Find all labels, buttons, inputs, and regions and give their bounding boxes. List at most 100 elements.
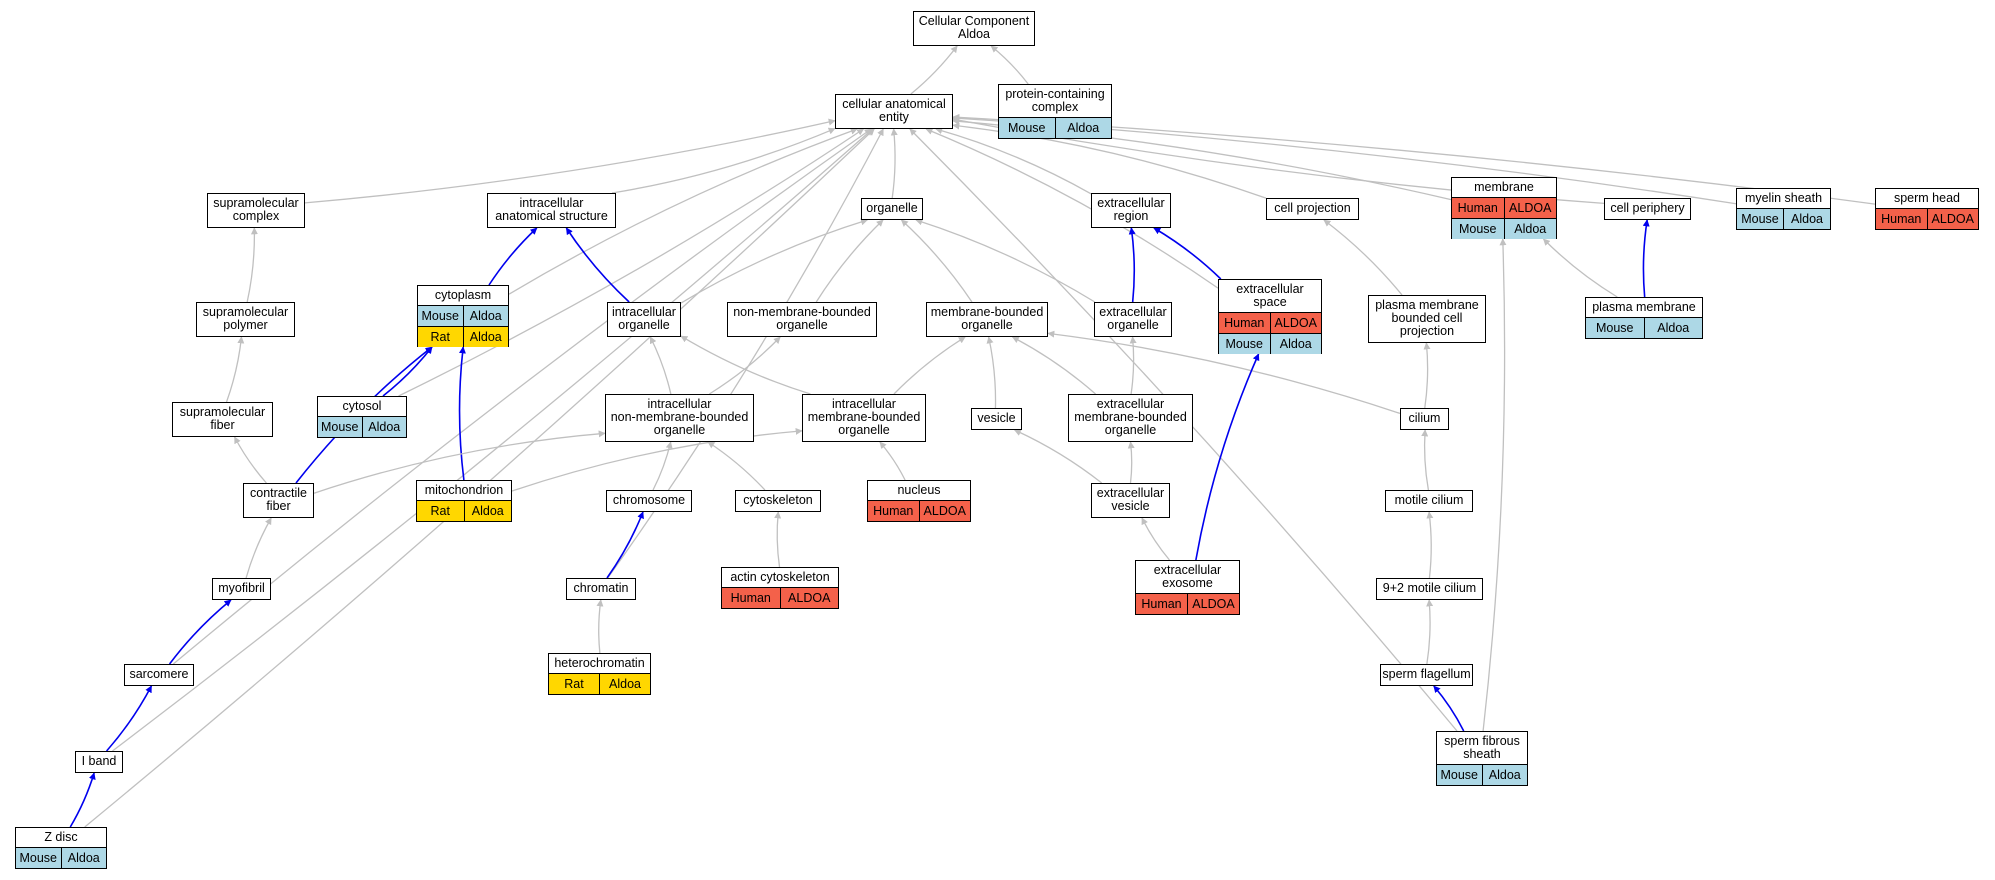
node-label: cytoskeleton: [736, 491, 820, 510]
node-sflag[interactable]: sperm flagellum: [1380, 664, 1473, 686]
node-label-line: region: [1113, 209, 1149, 223]
gene-cell: ALDOA: [1503, 198, 1557, 218]
edge-c92-to-mcil: [1426, 511, 1434, 579]
node-label: myelin sheath: [1737, 189, 1830, 208]
node-org[interactable]: organelle: [861, 198, 923, 220]
edge-myof-to-cf: [245, 517, 272, 579]
gene-cell: Aldoa: [1503, 219, 1557, 239]
node-label-line: cell projection: [1274, 201, 1351, 215]
node-label: chromatin: [567, 579, 635, 598]
node-sarc[interactable]: sarcomere: [124, 664, 194, 686]
gene-cell: Aldoa: [60, 848, 107, 868]
node-c92[interactable]: 9+2 motile cilium: [1376, 578, 1483, 600]
node-mcil[interactable]: motile cilium: [1385, 490, 1473, 512]
node-cil[interactable]: cilium: [1400, 408, 1449, 430]
node-label: heterochromatin: [549, 654, 650, 673]
node-myof[interactable]: myofibril: [212, 578, 271, 600]
gene-cell: ALDOA: [918, 501, 971, 521]
node-cproj[interactable]: cell projection: [1266, 198, 1359, 220]
node-label-line: supramolecular: [202, 305, 289, 319]
node-ves[interactable]: vesicle: [971, 408, 1022, 430]
edge-zdisc-to-iband: [69, 772, 96, 828]
node-label-line: sperm flagellum: [1382, 667, 1471, 681]
node-label-line: polymer: [223, 318, 268, 332]
node-iband[interactable]: I band: [75, 751, 123, 773]
edge-cf-to-inmbo: [313, 430, 606, 494]
edge-chrom-to-inmbo: [652, 441, 673, 491]
edge-cyto-to-cae: [508, 127, 858, 295]
node-label: vesicle: [972, 409, 1021, 428]
edge-exs-to-cae: [925, 128, 1219, 289]
node-label-line: sperm head: [1893, 191, 1960, 205]
edge-io-to-org: [680, 218, 868, 304]
edge-ias-to-cae: [611, 127, 836, 194]
edge-exv-to-exmbo: [1127, 441, 1135, 484]
node-label-line: organelle: [866, 201, 918, 215]
edge-ves-to-mbo: [986, 336, 997, 409]
node-csk[interactable]: cytoskeleton: [735, 490, 821, 512]
node-label: sperm flagellum: [1381, 665, 1472, 684]
edge-exo-to-exr: [1128, 227, 1136, 303]
edge-csk-to-inmbo: [707, 441, 766, 491]
edge-sflag-to-c92: [1426, 599, 1434, 665]
species-cell: Mouse: [1007, 121, 1046, 135]
node-chromatin[interactable]: chromatin: [566, 578, 636, 600]
node-label-line: intracellular: [832, 397, 896, 411]
node-chrom[interactable]: chromosome: [606, 490, 692, 512]
node-cper[interactable]: cell periphery: [1604, 198, 1691, 220]
node-label: membrane: [1452, 178, 1556, 197]
node-label: I band: [76, 752, 122, 771]
gene-cell: Aldoa: [462, 306, 509, 326]
node-label-line: non-membrane-bounded: [733, 305, 871, 319]
node-label-line: myelin sheath: [1744, 191, 1823, 205]
node-label: myofibril: [213, 579, 270, 598]
node-label-line: space: [1253, 295, 1287, 309]
edge-hchrom-to-chromatin: [596, 599, 604, 654]
node-label: chromosome: [607, 491, 691, 510]
edge-exs-to-exr: [1153, 227, 1222, 280]
edge-cyto-to-ias: [488, 227, 538, 286]
edge-pm-to-mem: [1542, 238, 1618, 298]
